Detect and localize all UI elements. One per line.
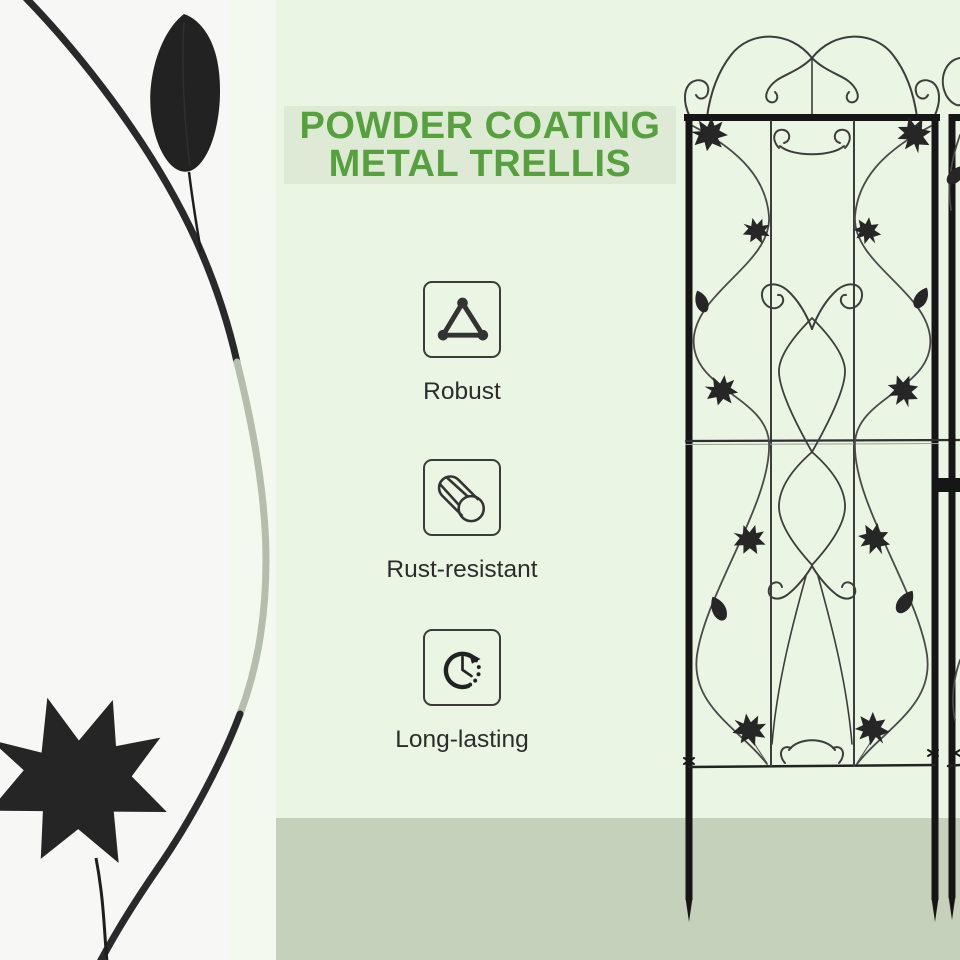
- triangle-nodes-icon: [423, 281, 501, 358]
- trellis-rail-clips: [683, 749, 939, 765]
- feature-label: Rust-resistant: [386, 556, 538, 583]
- trellis-bottom-rail: [687, 763, 937, 769]
- trellis-center-ornaments: [760, 128, 864, 764]
- title-line-1: POWDER COATING: [299, 105, 661, 147]
- vine-stem-lower: [97, 710, 244, 960]
- feature-label: Robust: [423, 378, 501, 405]
- clock-history-icon: [423, 629, 501, 706]
- vine-stem-middle: [233, 358, 270, 718]
- second-trellis-partial: [933, 57, 960, 920]
- trellis-frame: [684, 114, 940, 922]
- feature-long-lasting: Long-lasting: [332, 629, 592, 754]
- vine-stem-upper: [22, 0, 241, 366]
- trellis-connector-clamp: [933, 478, 960, 492]
- top-leaf-vein: [182, 21, 191, 167]
- top-leaf: [150, 14, 221, 172]
- vine-illustration: [0, 0, 270, 960]
- trellis-illustration: [683, 35, 960, 922]
- feature-robust: Robust: [332, 281, 592, 406]
- title-banner: POWDER COATING METAL TRELLIS: [284, 106, 676, 184]
- metal-rod-icon: [423, 459, 501, 536]
- floor-band: [276, 818, 960, 960]
- trellis-crossbar: [684, 438, 960, 445]
- trellis-leaves: [684, 109, 940, 750]
- feature-rust-resistant: Rust-resistant: [332, 459, 592, 584]
- trellis-side-vines: [692, 125, 932, 765]
- feature-label: Long-lasting: [395, 726, 529, 753]
- top-leaf-petiole: [187, 171, 203, 253]
- trellis-top-scrollwork: [684, 35, 940, 118]
- pale-divider-strip: [230, 0, 276, 960]
- bottom-leaf-petiole: [94, 857, 109, 960]
- title-line-2: METAL TRELLIS: [328, 143, 632, 185]
